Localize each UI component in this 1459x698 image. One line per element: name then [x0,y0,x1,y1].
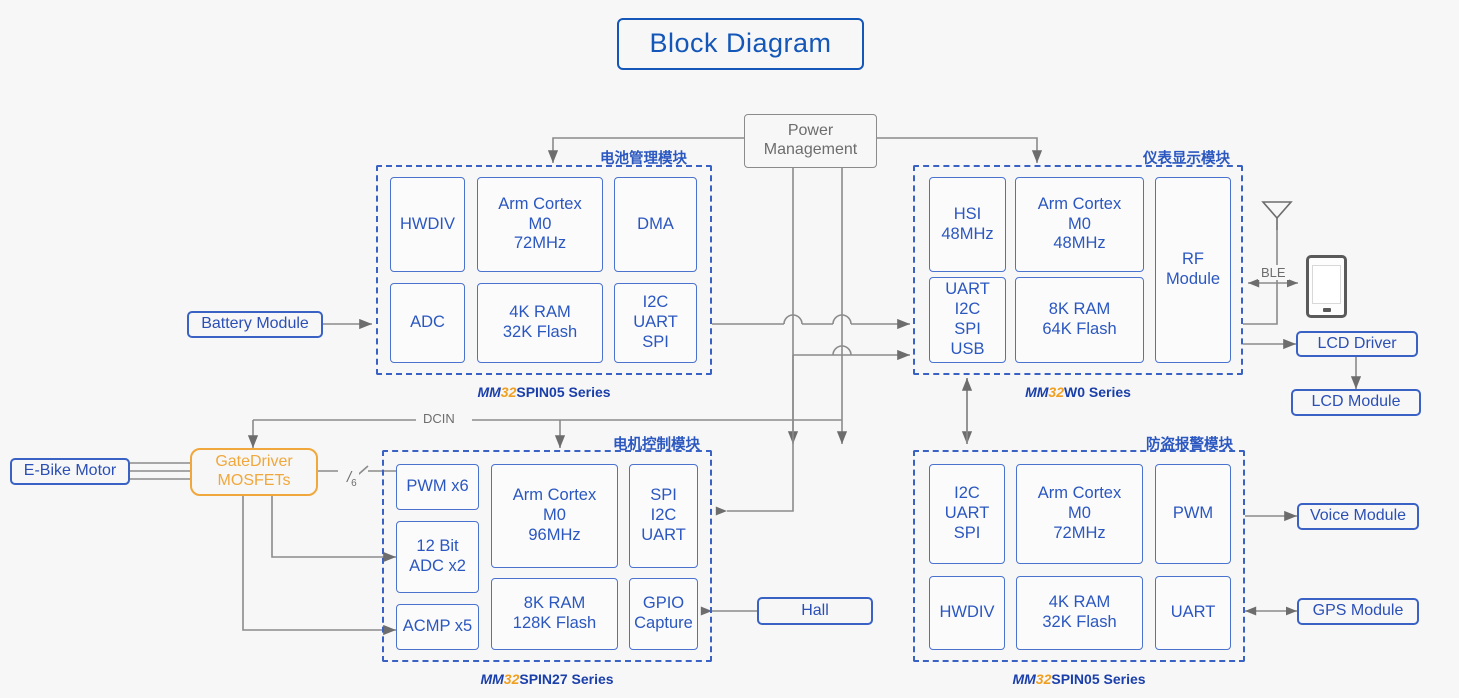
phone-screen [1312,265,1341,304]
power-management-line2: Management [763,141,858,158]
antenna-icon [1261,201,1293,230]
cell-comm: SPI I2C UART [629,464,698,568]
module-anti-theft-alarm [913,450,1245,662]
cell-acmp: ACMP x5 [396,604,479,650]
module-battery-management-caption: 电池管理模块 [600,151,687,167]
cell-memory: 4K RAM 32K Flash [1016,576,1143,650]
gps-module[interactable]: GPS Module [1297,598,1419,625]
cell-pwm: PWM [1155,464,1231,564]
module-battery-management [376,165,712,375]
cell-dma: DMA [614,177,697,272]
cell-rf-module: RF Module [1155,177,1231,363]
module-instrument-display [913,165,1243,375]
cell-comm: I2C UART SPI [614,283,697,363]
cell-memory: 8K RAM 64K Flash [1015,277,1144,363]
cell-core: Arm Cortex M0 72MHz [1016,464,1143,564]
cell-hwdiv: HWDIV [390,177,465,272]
page-title: Block Diagram [617,18,864,70]
hall-sensor[interactable]: Hall [757,597,873,625]
cell-hwdiv: HWDIV [929,576,1005,650]
gate-driver-line2: MOSFETs [217,472,291,489]
cell-adc: ADC [390,283,465,363]
series-label-w0: MM32W0 Series [913,384,1243,400]
series-suffix: SPIN05 Series [516,384,611,400]
cell-adc: 12 Bit ADC x2 [396,521,479,593]
series-suffix: W0 Series [1063,384,1131,400]
dcin-label: DCIN [420,411,458,426]
lcd-driver[interactable]: LCD Driver [1296,331,1418,357]
module-instrument-display-caption: 仪表显示模块 [1143,151,1230,167]
series-prefix: MM [477,384,501,400]
voice-module[interactable]: Voice Module [1297,503,1419,530]
lcd-module[interactable]: LCD Module [1291,389,1421,416]
series-label-spin05-bottom: MM32SPIN05 Series [913,671,1245,687]
series-prefix: MM [480,671,504,687]
cell-hsi: HSI 48MHz [929,177,1006,272]
series-suffix: SPIN27 Series [519,671,614,687]
ebike-motor[interactable]: E-Bike Motor [10,458,130,485]
power-management-line1: Power [787,122,834,140]
battery-module[interactable]: Battery Module [187,311,323,338]
series-label-spin05-top: MM32SPIN05 Series [376,384,712,400]
cell-gpio: GPIO Capture [629,578,698,650]
cell-memory: 4K RAM 32K Flash [477,283,603,363]
cell-core: Arm Cortex M0 96MHz [491,464,618,568]
ble-label: BLE [1258,265,1289,280]
cell-comm: I2C UART SPI [929,464,1005,564]
smartphone-icon [1306,255,1347,318]
bus-width-label: /6 [345,469,359,489]
gate-driver-mosfets[interactable]: GateDriver MOSFETs [190,448,318,496]
series-prefix: MM [1025,384,1049,400]
module-anti-theft-alarm-caption: 防盗报警模块 [1146,437,1233,453]
cell-core: Arm Cortex M0 48MHz [1015,177,1144,272]
cell-comm: UART I2C SPI USB [929,277,1006,363]
power-management-block: Power Management [744,114,877,168]
series-number: 32 [1048,384,1064,400]
gate-driver-line1: GateDriver [215,453,293,471]
series-number: 32 [500,384,517,400]
series-prefix: MM [1012,671,1036,687]
cell-core: Arm Cortex M0 72MHz [477,177,603,272]
module-motor-control-caption: 电机控制模块 [613,437,700,453]
series-label-spin27: MM32SPIN27 Series [382,671,712,687]
cell-memory: 8K RAM 128K Flash [491,578,618,650]
phone-home-button [1322,308,1331,312]
series-number: 32 [503,671,520,687]
series-number: 32 [1035,671,1052,687]
bus-width-value: 6 [351,478,357,489]
module-motor-control [382,450,712,662]
series-suffix: SPIN05 Series [1051,671,1146,687]
cell-uart: UART [1155,576,1231,650]
cell-pwm: PWM x6 [396,464,479,510]
